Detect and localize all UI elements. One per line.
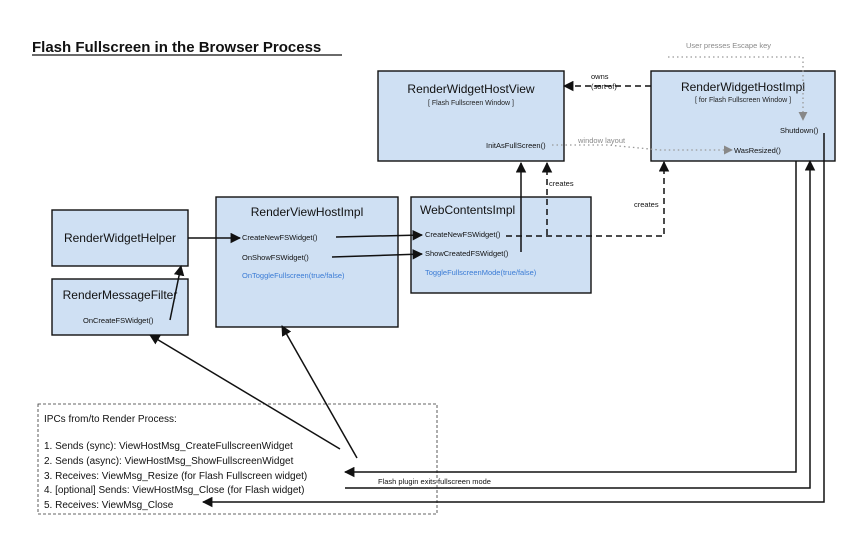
page-title: Flash Fullscreen in the Browser Process bbox=[32, 39, 321, 56]
arrow-window-layout bbox=[552, 144, 733, 155]
rwh-helper-title: RenderWidgetHelper bbox=[64, 231, 176, 245]
rwhv-method-init: InitAsFullScreen() bbox=[486, 141, 546, 150]
rvhi-method-toggle: OnToggleFullscreen(true/false) bbox=[242, 271, 345, 280]
rwhi-method-shutdown: Shutdown() bbox=[780, 126, 819, 135]
rmf-method: OnCreateFSWidget() bbox=[83, 316, 154, 325]
ipc-item-2: 2. Sends (async): ViewHostMsg_ShowFullsc… bbox=[44, 456, 294, 467]
arrow-rmf-to-helper bbox=[169, 264, 185, 321]
wci-method-show: ShowCreatedFSWidget() bbox=[425, 249, 509, 258]
label-creates-rwhi: creates bbox=[634, 200, 659, 209]
label-creates-rwhv: creates bbox=[549, 179, 574, 188]
ipc-panel: IPCs from/to Render Process: 1. Sends (s… bbox=[37, 403, 438, 515]
arrow-creates-rwhi bbox=[506, 160, 670, 237]
arrow-close-ipc bbox=[201, 133, 825, 508]
rvhi-method-show: OnShowFSWidget() bbox=[242, 253, 309, 262]
box-render-message-filter: RenderMessageFilter OnCreateFSWidget() bbox=[51, 278, 189, 336]
rwhi-title: RenderWidgetHostImpl bbox=[681, 80, 805, 94]
ipc-item-3: 3. Receives: ViewMsg_Resize (for Flash F… bbox=[44, 471, 307, 482]
arrow-escape-key bbox=[668, 56, 808, 121]
label-sort-of: (sort of) bbox=[591, 82, 617, 91]
box-render-widget-host-view: RenderWidgetHostView [ Flash Fullscreen … bbox=[377, 70, 565, 162]
label-owns: owns bbox=[591, 72, 609, 81]
label-plugin-exits: Flash plugin exits fullscreen mode bbox=[378, 477, 491, 486]
rwhv-title: RenderWidgetHostView bbox=[407, 82, 535, 96]
rvhi-title: RenderViewHostImpl bbox=[251, 205, 364, 219]
box-render-view-host-impl: RenderViewHostImpl CreateNewFSWidget() O… bbox=[215, 196, 399, 328]
arrow-ipc-create-to-rmf bbox=[149, 334, 341, 450]
rmf-title: RenderMessageFilter bbox=[63, 288, 178, 302]
arrow-rvhi-show-to-wci bbox=[331, 249, 424, 260]
label-escape-key: User presses Escape key bbox=[686, 41, 771, 50]
rwhi-subtitle: [ for Flash Fullscreen Window ] bbox=[695, 97, 791, 104]
box-render-widget-helper: RenderWidgetHelper bbox=[51, 209, 189, 267]
wci-method-toggle: ToggleFullscreenMode(true/false) bbox=[425, 268, 537, 277]
arrow-resize-ipc bbox=[343, 161, 797, 478]
ipc-item-1: 1. Sends (sync): ViewHostMsg_CreateFulls… bbox=[44, 441, 293, 452]
arrow-plugin-exits bbox=[345, 159, 816, 489]
rvhi-method-create: CreateNewFSWidget() bbox=[242, 233, 318, 242]
arrow-ipc-show-to-rvhi bbox=[281, 325, 358, 459]
box-render-widget-host-impl: RenderWidgetHostImpl [ for Flash Fullscr… bbox=[650, 70, 836, 162]
wci-method-create: CreateNewFSWidget() bbox=[425, 230, 501, 239]
wci-title: WebContentsImpl bbox=[420, 203, 515, 217]
label-window-layout: window layout bbox=[577, 136, 626, 145]
ipc-header: IPCs from/to Render Process: bbox=[44, 414, 177, 425]
box-web-contents-impl: WebContentsImpl CreateNewFSWidget() Show… bbox=[410, 196, 592, 294]
ipc-item-5: 5. Receives: ViewMsg_Close bbox=[44, 500, 174, 511]
rwhv-subtitle: [ Flash Fullscreen Window ] bbox=[428, 100, 514, 107]
ipc-item-4: 4. [optional] Sends: ViewHostMsg_Close (… bbox=[44, 485, 305, 496]
arrow-rvhi-create-to-wci bbox=[335, 229, 424, 241]
rwhi-method-resized: WasResized() bbox=[734, 146, 781, 155]
